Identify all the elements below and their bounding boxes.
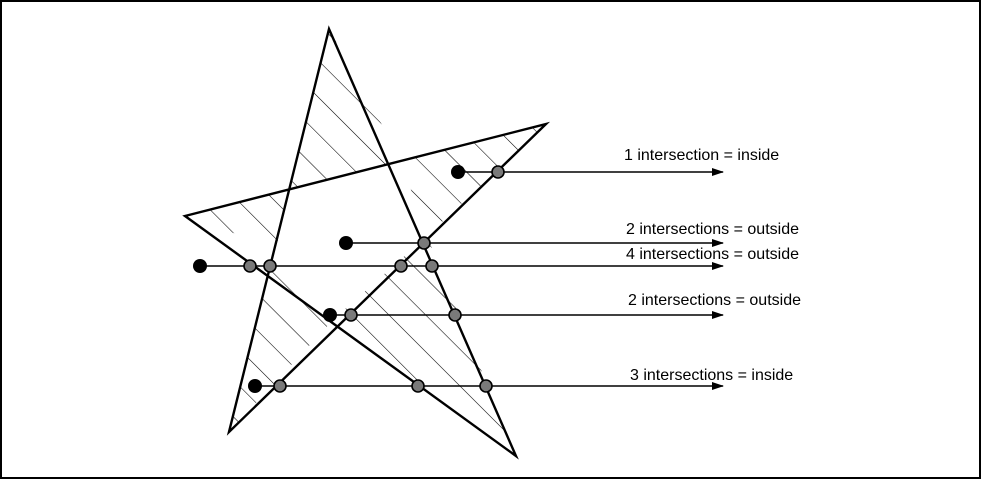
start-point <box>193 259 207 273</box>
intersection-point <box>448 308 462 322</box>
ray-4-label: 2 intersections = outside <box>628 292 801 309</box>
ray-5-label: 3 intersections = inside <box>630 367 794 384</box>
start-point <box>323 308 337 322</box>
start-point <box>339 236 353 250</box>
intersection-point <box>263 259 277 273</box>
intersection-point <box>344 308 358 322</box>
intersection-point <box>243 259 257 273</box>
ray-3-label: 4 intersections = outside <box>626 246 799 263</box>
start-point <box>248 379 262 393</box>
ray-1-label: 1 intersection = inside <box>624 147 780 164</box>
intersection-point <box>479 379 493 393</box>
start-point <box>451 165 465 179</box>
intersection-points <box>243 165 505 393</box>
start-points <box>193 165 465 393</box>
intersection-point <box>425 259 439 273</box>
intersection-point <box>417 236 431 250</box>
intersection-point <box>394 259 408 273</box>
intersection-point <box>411 379 425 393</box>
intersection-point <box>491 165 505 179</box>
ray-2-label: 2 intersections = outside <box>626 221 799 238</box>
intersection-point <box>273 379 287 393</box>
rays <box>200 168 724 390</box>
